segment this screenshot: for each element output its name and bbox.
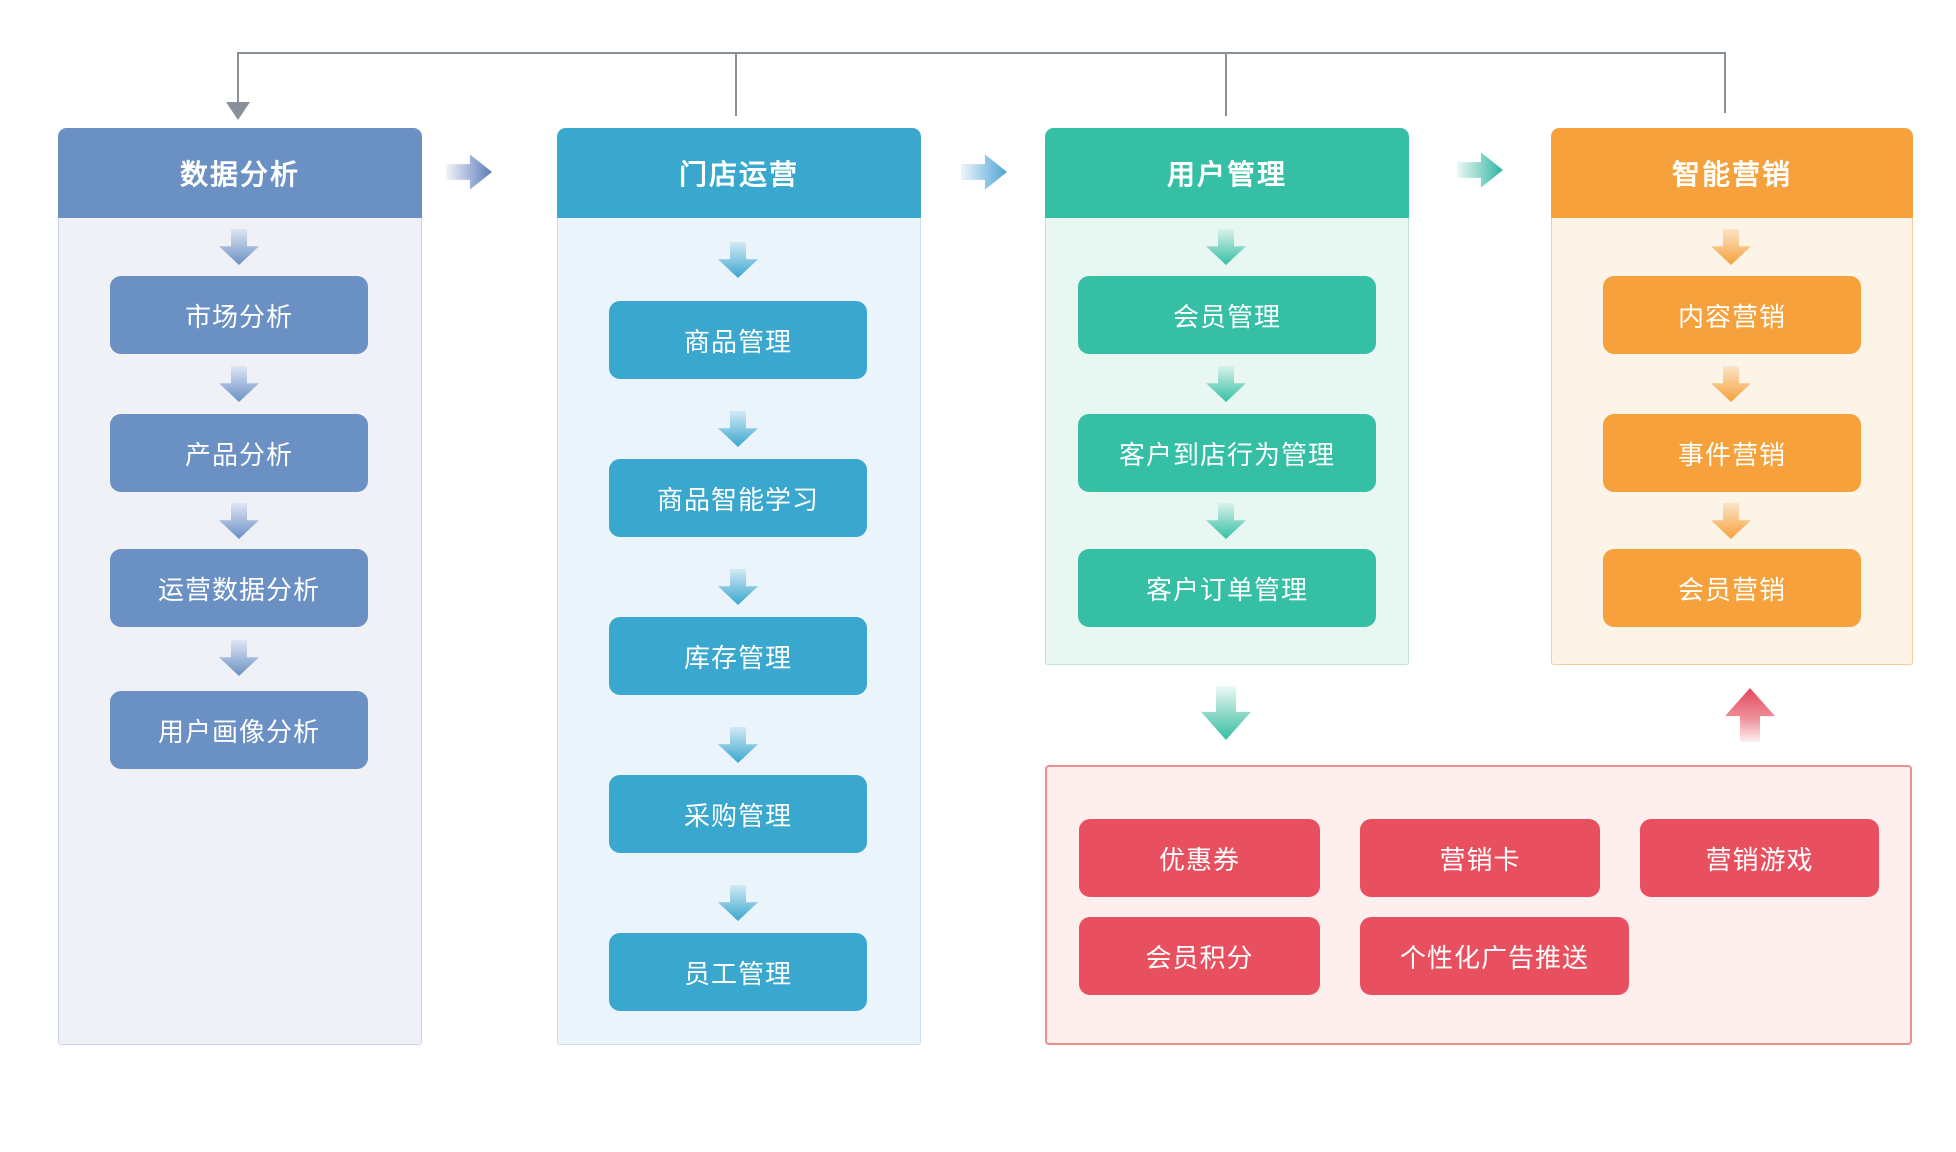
right-arrow-icon [1457, 152, 1503, 188]
column-header-data-analysis: 数据分析 [58, 128, 422, 218]
node-content-marketing: 内容营销 [1603, 276, 1861, 354]
down-arrow-icon [718, 885, 758, 921]
down-arrow-icon [219, 366, 259, 402]
down-arrow-icon [1206, 366, 1246, 402]
node-goods-smart-learning: 商品智能学习 [609, 459, 867, 537]
tool-coupon: 优惠券 [1079, 819, 1320, 897]
connector-drop-col3 [1225, 52, 1227, 116]
tool-marketing-card: 营销卡 [1360, 819, 1600, 897]
right-arrow-icon [961, 154, 1007, 190]
node-market-analysis: 市场分析 [110, 276, 368, 354]
node-goods-management: 商品管理 [609, 301, 867, 379]
node-operation-data-analysis: 运营数据分析 [110, 549, 368, 627]
down-arrow-icon [1711, 366, 1751, 402]
marketing-tools-panel: 优惠券 营销卡 营销游戏 会员积分 个性化广告推送 [1045, 765, 1912, 1045]
up-arrow-from-tools-icon [1725, 688, 1775, 742]
node-product-analysis: 产品分析 [110, 414, 368, 492]
connector-drop-col2 [735, 52, 737, 116]
tool-marketing-game: 营销游戏 [1640, 819, 1879, 897]
down-arrow-icon [718, 242, 758, 278]
down-arrow-icon [219, 640, 259, 676]
node-inventory-management: 库存管理 [609, 617, 867, 695]
down-arrow-to-tools-icon [1201, 686, 1251, 740]
down-arrow-icon [219, 229, 259, 265]
down-arrow-icon [1711, 503, 1751, 539]
node-staff-management: 员工管理 [609, 933, 867, 1011]
tool-personalized-ad-push: 个性化广告推送 [1360, 917, 1629, 995]
column-smart-marketing: 智能营销 内容营销 事件营销 会员营销 [1551, 128, 1913, 665]
column-store-operations: 门店运营 商品管理 商品智能学习 库存管理 采购管理 员工管理 [557, 128, 921, 1045]
node-customer-order-management: 客户订单管理 [1078, 549, 1376, 627]
down-arrow-icon [1206, 229, 1246, 265]
column-user-management: 用户管理 会员管理 客户到店行为管理 客户订单管理 [1045, 128, 1409, 665]
connector-arrowhead-down-icon [226, 102, 250, 120]
node-member-marketing: 会员营销 [1603, 549, 1861, 627]
down-arrow-icon [718, 411, 758, 447]
column-data-analysis: 数据分析 市场分析 产品分析 运营数据分析 用户画像分析 [58, 128, 422, 1045]
column-header-user-management: 用户管理 [1045, 128, 1409, 218]
down-arrow-icon [718, 727, 758, 763]
down-arrow-icon [718, 569, 758, 605]
connector-horizontal-line [238, 52, 1726, 54]
down-arrow-icon [219, 503, 259, 539]
column-header-store-operations: 门店运营 [557, 128, 921, 218]
node-instore-behavior-management: 客户到店行为管理 [1078, 414, 1376, 492]
column-header-smart-marketing: 智能营销 [1551, 128, 1913, 218]
connector-drop-col4 [1724, 52, 1726, 113]
node-purchase-management: 采购管理 [609, 775, 867, 853]
connector-drop-col1 [237, 52, 239, 104]
down-arrow-icon [1711, 229, 1751, 265]
tool-member-points: 会员积分 [1079, 917, 1320, 995]
node-user-profile-analysis: 用户画像分析 [110, 691, 368, 769]
node-member-management: 会员管理 [1078, 276, 1376, 354]
node-event-marketing: 事件营销 [1603, 414, 1861, 492]
down-arrow-icon [1206, 503, 1246, 539]
right-arrow-icon [446, 154, 492, 190]
